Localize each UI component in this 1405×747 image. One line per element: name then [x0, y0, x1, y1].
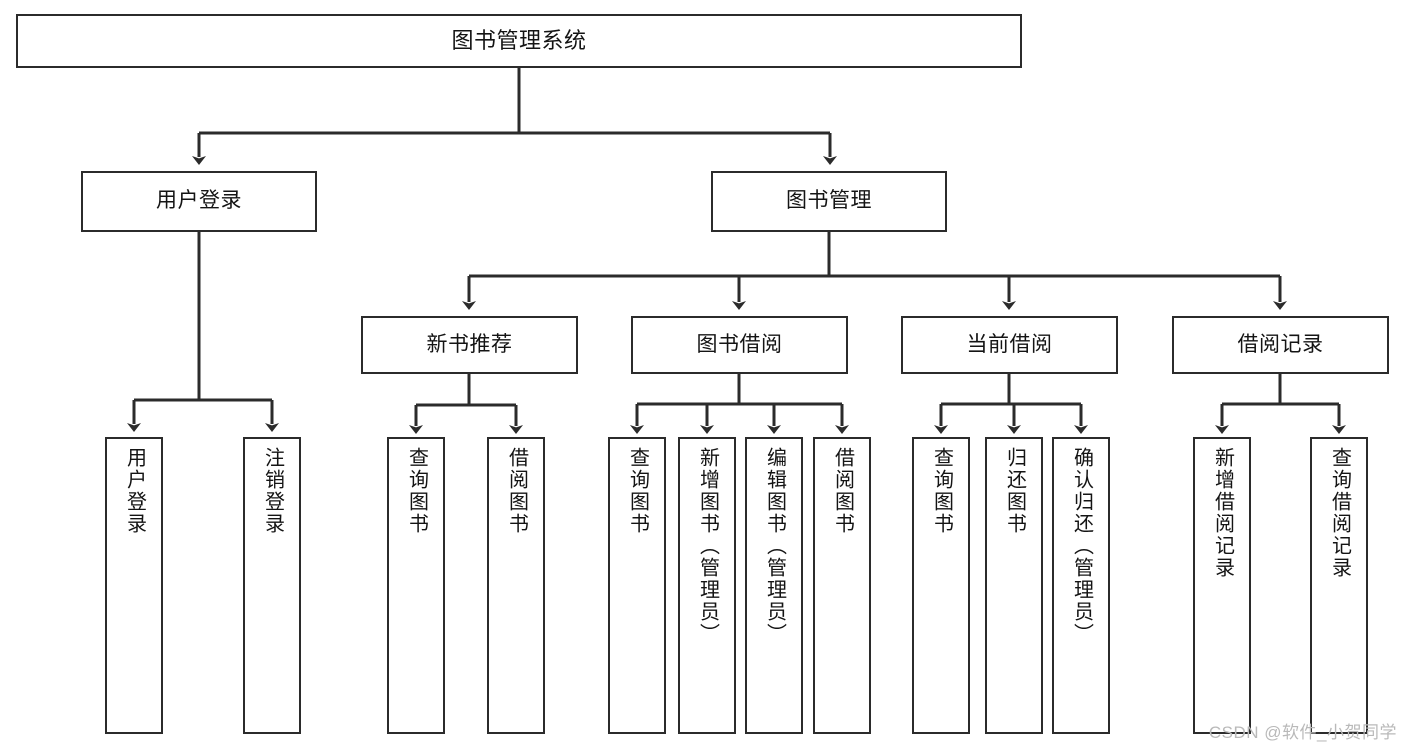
node-leaf-borrow-book-2-label: 借阅图书 — [831, 447, 854, 535]
node-root[interactable]: 图书管理系统 — [16, 14, 1022, 68]
node-leaf-add-book[interactable]: 新增图书（管理员） — [678, 437, 736, 734]
node-leaf-borrow-book-1-label: 借阅图书 — [505, 447, 528, 535]
node-leaf-logout-label: 注销登录 — [261, 447, 284, 535]
node-leaf-query-book-2-label: 查询图书 — [626, 447, 649, 535]
node-borrow-record-label: 借阅记录 — [1237, 332, 1324, 356]
node-leaf-user-login-label: 用户登录 — [123, 447, 146, 535]
node-new-book-rec-label: 新书推荐 — [426, 332, 513, 356]
node-leaf-return-book-label: 归还图书 — [1003, 447, 1026, 535]
node-leaf-edit-book[interactable]: 编辑图书（管理员） — [745, 437, 803, 734]
node-leaf-add-record-label: 新增借阅记录 — [1211, 447, 1234, 579]
node-new-book-rec[interactable]: 新书推荐 — [361, 316, 578, 374]
node-book-manage-label: 图书管理 — [786, 189, 872, 213]
node-leaf-add-book-label: 新增图书（管理员） — [696, 447, 719, 645]
node-user-login[interactable]: 用户登录 — [81, 171, 317, 232]
node-book-borrow-label: 图书借阅 — [696, 332, 783, 356]
node-root-label: 图书管理系统 — [451, 28, 587, 54]
node-leaf-borrow-book-1[interactable]: 借阅图书 — [487, 437, 545, 734]
node-leaf-borrow-book-2[interactable]: 借阅图书 — [813, 437, 871, 734]
node-leaf-confirm-return[interactable]: 确认归还（管理员） — [1052, 437, 1110, 734]
node-book-manage[interactable]: 图书管理 — [711, 171, 947, 232]
node-borrow-record[interactable]: 借阅记录 — [1172, 316, 1389, 374]
node-leaf-query-book-1[interactable]: 查询图书 — [387, 437, 445, 734]
node-leaf-confirm-return-label: 确认归还（管理员） — [1070, 447, 1093, 645]
node-leaf-query-book-2[interactable]: 查询图书 — [608, 437, 666, 734]
node-leaf-query-book-1-label: 查询图书 — [405, 447, 428, 535]
node-current-borrow-label: 当前借阅 — [966, 332, 1053, 356]
node-leaf-logout[interactable]: 注销登录 — [243, 437, 301, 734]
node-leaf-query-book-3[interactable]: 查询图书 — [912, 437, 970, 734]
node-leaf-query-record[interactable]: 查询借阅记录 — [1310, 437, 1368, 734]
watermark: CSDN @软件_小贺同学 — [1208, 723, 1397, 742]
node-book-borrow[interactable]: 图书借阅 — [631, 316, 848, 374]
node-leaf-return-book[interactable]: 归还图书 — [985, 437, 1043, 734]
node-leaf-edit-book-label: 编辑图书（管理员） — [763, 447, 786, 645]
node-current-borrow[interactable]: 当前借阅 — [901, 316, 1118, 374]
node-leaf-query-book-3-label: 查询图书 — [930, 447, 953, 535]
node-user-login-label: 用户登录 — [156, 189, 242, 213]
node-leaf-query-record-label: 查询借阅记录 — [1328, 447, 1351, 579]
node-leaf-user-login[interactable]: 用户登录 — [105, 437, 163, 734]
node-leaf-add-record[interactable]: 新增借阅记录 — [1193, 437, 1251, 734]
